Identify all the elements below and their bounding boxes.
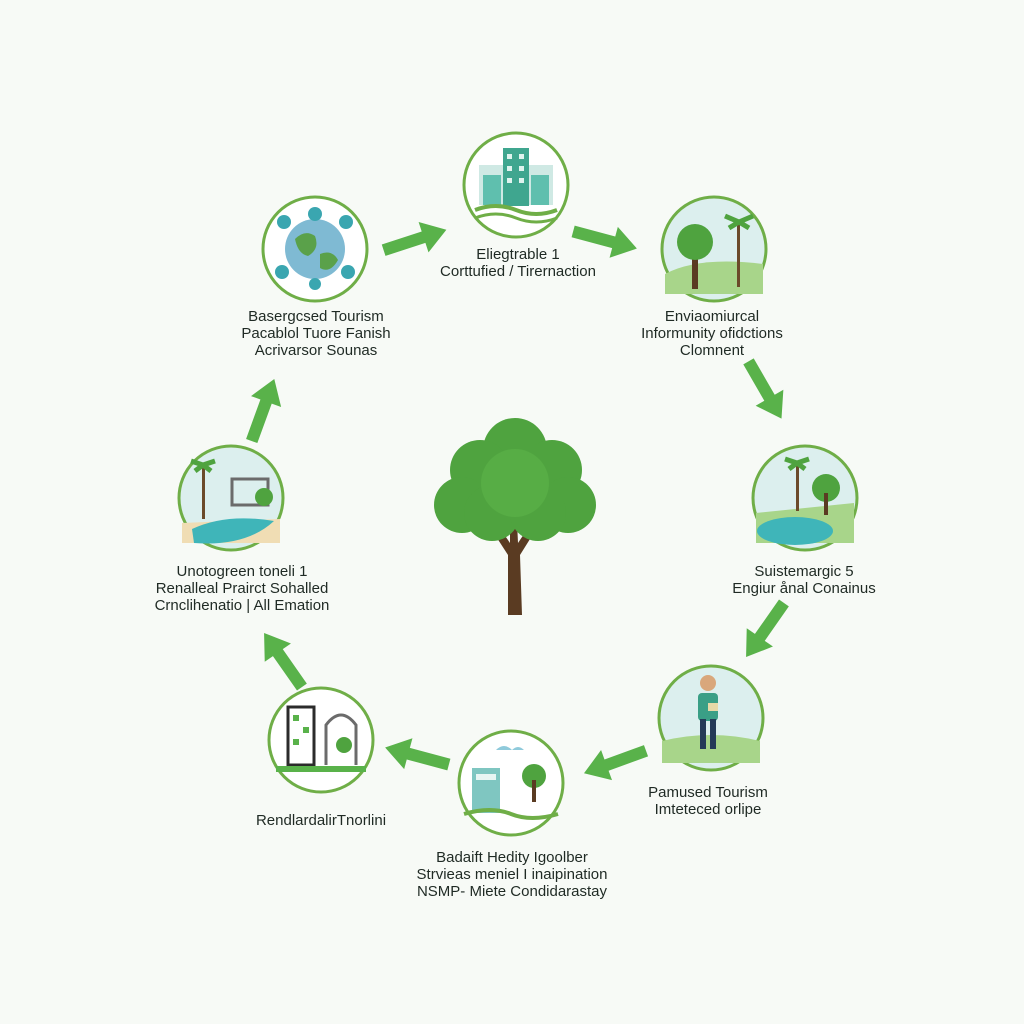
node-resort [176,443,286,553]
node-global [260,194,370,304]
infrastructure-icon [267,686,375,794]
arrow-infrastructure-to-resort [247,620,320,700]
city-icon [457,729,565,837]
arrow-person-to-city [575,731,654,793]
node-person [656,663,766,773]
node-infrastructure-label: RendlardalirTnorlini [255,812,387,829]
node-lake [750,443,860,553]
forest-icon [660,195,768,303]
person-icon [657,664,765,772]
node-forest [659,194,769,304]
arrow-forest-to-lake [730,350,800,431]
arrow-building-to-forest [566,212,644,269]
node-building [461,130,571,240]
arrow-resort-to-global [232,370,294,449]
arrow-city-to-infrastructure [378,728,456,785]
node-infrastructure [266,685,376,795]
building-icon [462,131,570,239]
node-city [456,728,566,838]
arrow-global-to-building [376,210,455,270]
resort-icon [177,444,285,552]
center-tree-icon [430,405,600,620]
globe-icon [261,195,369,303]
lake-icon [751,444,859,552]
arrow-lake-to-person [729,590,802,670]
